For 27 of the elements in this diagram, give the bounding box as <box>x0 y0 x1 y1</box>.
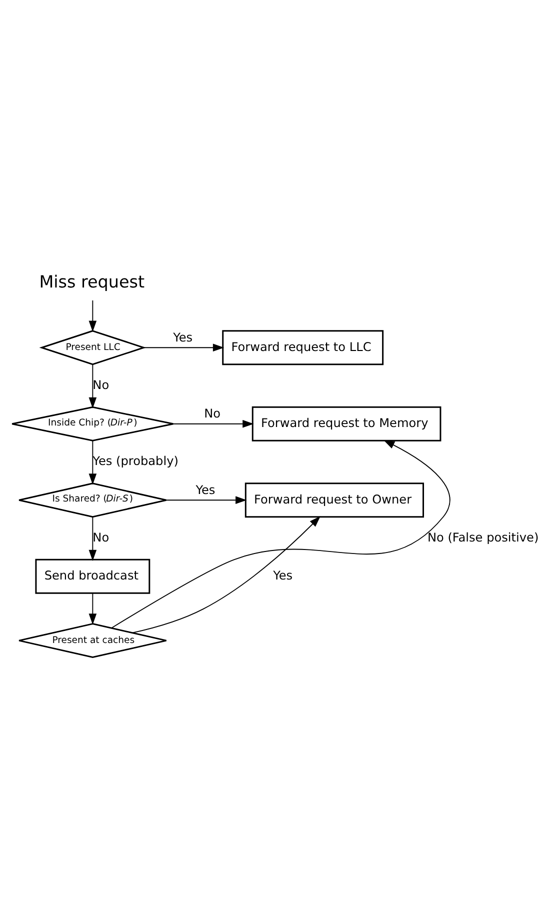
arrow <box>166 496 247 504</box>
edge-label: Yes <box>273 568 293 583</box>
edge-label: No <box>92 530 110 544</box>
edge-label: Yes (probably) <box>92 454 178 468</box>
node-diamond: Present at caches <box>18 623 168 658</box>
node-text: Miss request <box>39 272 145 292</box>
edge-label: No <box>204 406 221 421</box>
node-diamond: Inside Chip? (Dir-P) <box>11 406 174 442</box>
node-box: Forward request to Owner <box>244 482 424 518</box>
arrow <box>88 364 97 408</box>
arrow <box>172 420 254 428</box>
edge-label: No (False positive) <box>427 530 539 544</box>
arrow <box>88 440 97 485</box>
edge-label: No <box>92 378 110 392</box>
node-box: Send broadcast <box>35 558 150 594</box>
arrow <box>111 440 450 628</box>
arrow <box>88 516 97 561</box>
node-box: Forward request to LLC <box>222 330 384 366</box>
edge-label: Yes <box>196 482 216 497</box>
edge-label: Yes <box>173 330 193 344</box>
arrow <box>88 300 97 332</box>
arrow <box>132 516 320 634</box>
node-diamond: Present LLC <box>39 330 146 366</box>
arrow <box>143 344 224 352</box>
node-diamond: Is Shared? (Dir-S) <box>18 482 168 518</box>
node-box: Forward request to Memory <box>252 406 442 442</box>
arrow <box>88 592 97 625</box>
